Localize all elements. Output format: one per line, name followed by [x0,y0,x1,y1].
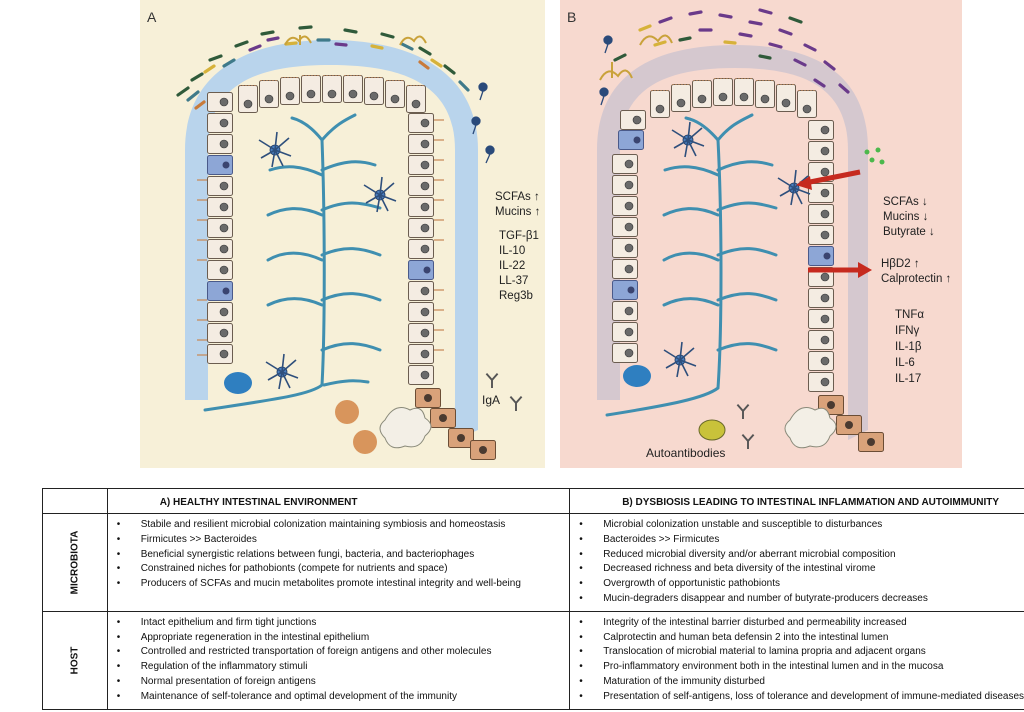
list-item: Bacteroides >> Firmicutes [579,533,1024,548]
annotation-tgfb1: TGF-β1 [499,230,539,242]
annotation-il17: IL-17 [895,373,921,385]
list-item: Presentation of self-antigens, loss of t… [579,690,1024,705]
immune-cell-icon [623,365,651,387]
table-header-row: A) HEALTHY INTESTINAL ENVIRONMENT B) DYS… [42,488,1024,514]
cell-microbiota-dysbiosis: Microbial colonization unstable and susc… [569,513,1024,612]
list-item: Calprotectin and human beta defensin 2 i… [579,631,1024,646]
table-row-host: HOST Intact epithelium and firm tight ju… [42,610,1024,710]
cell-microbiota-healthy: Stabile and resilient microbial coloniza… [106,513,571,612]
annotation-tnfa: TNFα [895,309,924,321]
annotation-mucins: Mucins ↓ [883,211,928,223]
panel-a-label: A [147,9,157,25]
list-item: Appropriate regeneration in the intestin… [117,631,569,646]
epithelium-left [197,92,233,364]
list-item: Regulation of the inflammatory stimuli [117,660,569,675]
list-item: Maturation of the immunity disturbed [579,675,1024,690]
translocation-arrowhead [796,176,812,190]
lamina-propria-vessels [605,113,778,417]
panel-b-label: B [567,9,576,25]
epithelium-right [408,113,496,460]
plasma-cell-icon [353,430,377,454]
list-item: Integrity of the intestinal barrier dist… [579,616,1024,631]
microbe-translocated-icon [698,419,726,441]
list-item: Firmicutes >> Bacteroides [117,533,569,548]
annotation-mucins: Mucins ↑ [495,206,540,218]
annotation-ifng: IFNγ [895,325,920,337]
list-item: Overgrowth of opportunistic pathobionts [579,577,1024,592]
secretion-arrowhead [858,262,872,278]
header-healthy: A) HEALTHY INTESTINAL ENVIRONMENT [106,488,571,514]
annotation-butyrate: Butyrate ↓ [883,226,935,238]
row-label-cell: HOST [42,610,108,710]
table-row-microbiota: MICROBIOTA Stabile and resilient microbi… [42,513,1024,612]
list-item: Reduced microbial diversity and/or aberr… [579,548,1024,563]
annotation-il6: IL-6 [895,357,915,369]
row-label-cell: MICROBIOTA [42,513,108,612]
list-item: Translocation of microbial material to l… [579,645,1024,660]
row-label-host: HOST [69,646,81,675]
intestinal-diagram: A [140,0,962,468]
list-item: Beneficial synergistic relations between… [117,548,569,563]
cell-host-dysbiosis: Integrity of the intestinal barrier dist… [569,610,1024,710]
header-dysbiosis: B) DYSBIOSIS LEADING TO INTESTINAL INFLA… [569,488,1024,514]
microbiota-cluster [599,8,850,106]
annotation-ll37: LL-37 [499,275,528,287]
plasma-cell-icon [335,400,359,424]
list-item: Controlled and restricted transportation… [117,645,569,660]
iga-label: IgA [482,393,500,407]
list-item: Mucin-degraders disappear and number of … [579,592,1024,607]
annotation-hbd2: HβD2 ↑ [881,258,920,270]
annotation-calprotectin: Calprotectin ↑ [881,273,951,285]
calprotectin-particles [864,147,885,165]
list-item: Constrained niches for pathobionts (comp… [117,562,569,577]
cell-host-healthy: Intact epithelium and firm tight junctio… [106,610,571,710]
panel-a: A [140,0,545,468]
list-item: Producers of SCFAs and mucin metabolites… [117,577,569,592]
annotation-scfas: SCFAs ↓ [883,196,928,208]
list-item: Stabile and resilient microbial coloniza… [117,518,569,533]
mucus-layer [185,40,478,440]
macrophage-icon [784,407,837,449]
lamina-propria-vessels [203,113,382,412]
immune-cell-icon [224,372,252,394]
panel-b: B [560,0,962,468]
comparison-table: A) HEALTHY INTESTINAL ENVIRONMENT B) DYS… [42,488,1024,710]
table-corner-cell [42,488,108,514]
annotation-reg3b: Reg3b [499,290,533,302]
row-label-microbiota: MICROBIOTA [69,530,81,595]
annotation-il1b: IL-1β [895,341,922,353]
autoantibodies-label: Autoantibodies [646,446,725,460]
annotation-il22: IL-22 [499,260,525,272]
list-item: Pro-inflammatory environment both in the… [579,660,1024,675]
annotation-scfas: SCFAs ↑ [495,191,540,203]
annotation-il10: IL-10 [499,245,525,257]
list-item: Normal presentation of foreign antigens [117,675,569,690]
list-item: Microbial colonization unstable and susc… [579,518,1024,533]
microbiota-cluster [176,25,495,164]
macrophage-icon [379,407,432,449]
list-item: Intact epithelium and firm tight junctio… [117,616,569,631]
list-item: Decreased richness and beta diversity of… [579,562,1024,577]
list-item: Maintenance of self-tolerance and optima… [117,690,569,705]
